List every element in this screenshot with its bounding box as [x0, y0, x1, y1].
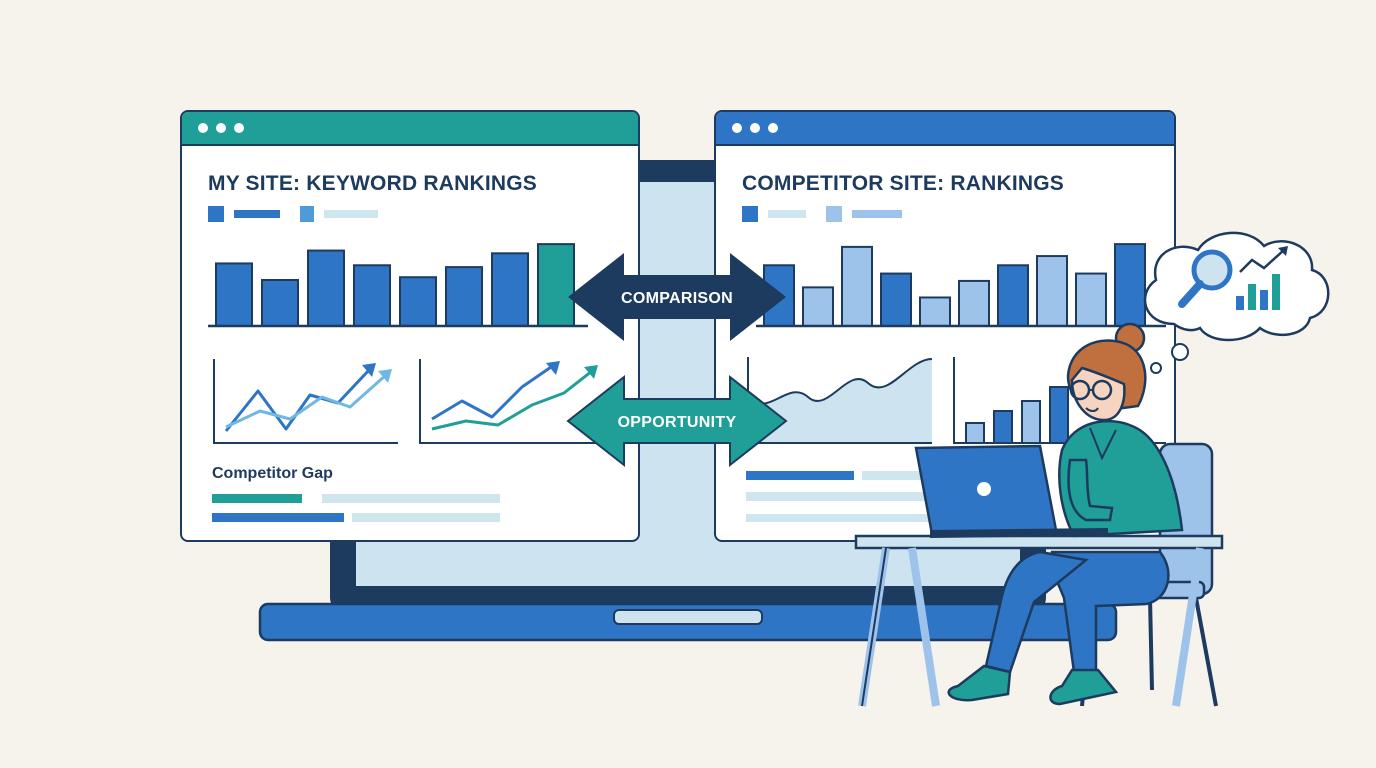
my-site-window: MY SITE: KEYWORD RANKINGS Competitor Gap [180, 110, 640, 542]
growth-chart-icon [1236, 246, 1288, 310]
competitor-site-title: COMPETITOR SITE: RANKINGS [742, 172, 1064, 195]
window-dot [216, 123, 226, 133]
my-site-trend-chart-1 [213, 359, 398, 444]
window-titlebar [182, 112, 638, 146]
window-dot [768, 123, 778, 133]
woman-head [1066, 322, 1147, 422]
laptop-icon [914, 444, 1108, 538]
opportunity-label: OPPORTUNITY [618, 414, 737, 431]
woman-legs [947, 550, 1170, 706]
competitor-legend [742, 206, 902, 222]
competitor-text-lines [746, 471, 942, 522]
opportunity-arrow: OPPORTUNITY [566, 374, 788, 468]
bar [353, 264, 391, 327]
window-dot [198, 123, 208, 133]
competitor-mini-bar-chart [953, 357, 1166, 444]
comparison-label: COMPARISON [621, 290, 733, 307]
bar [445, 266, 483, 327]
woman-torso [1058, 419, 1184, 538]
window-titlebar [716, 112, 1174, 146]
magnifier-icon [1178, 249, 1233, 308]
window-dot [750, 123, 760, 133]
my-site-title: MY SITE: KEYWORD RANKINGS [208, 172, 537, 195]
window-dot [732, 123, 742, 133]
comparison-arrow: COMPARISON [568, 253, 786, 341]
bar [1036, 255, 1068, 327]
bar [491, 252, 529, 327]
window-dot [234, 123, 244, 133]
thought-bubble [1143, 231, 1330, 374]
competitor-gap-bars [212, 494, 500, 522]
my-site-bar-chart [208, 243, 588, 328]
competitor-gap-label: Competitor Gap [212, 465, 333, 482]
my-site-trend-chart-2 [419, 359, 612, 444]
bar [215, 262, 253, 327]
my-site-legend [208, 206, 378, 222]
